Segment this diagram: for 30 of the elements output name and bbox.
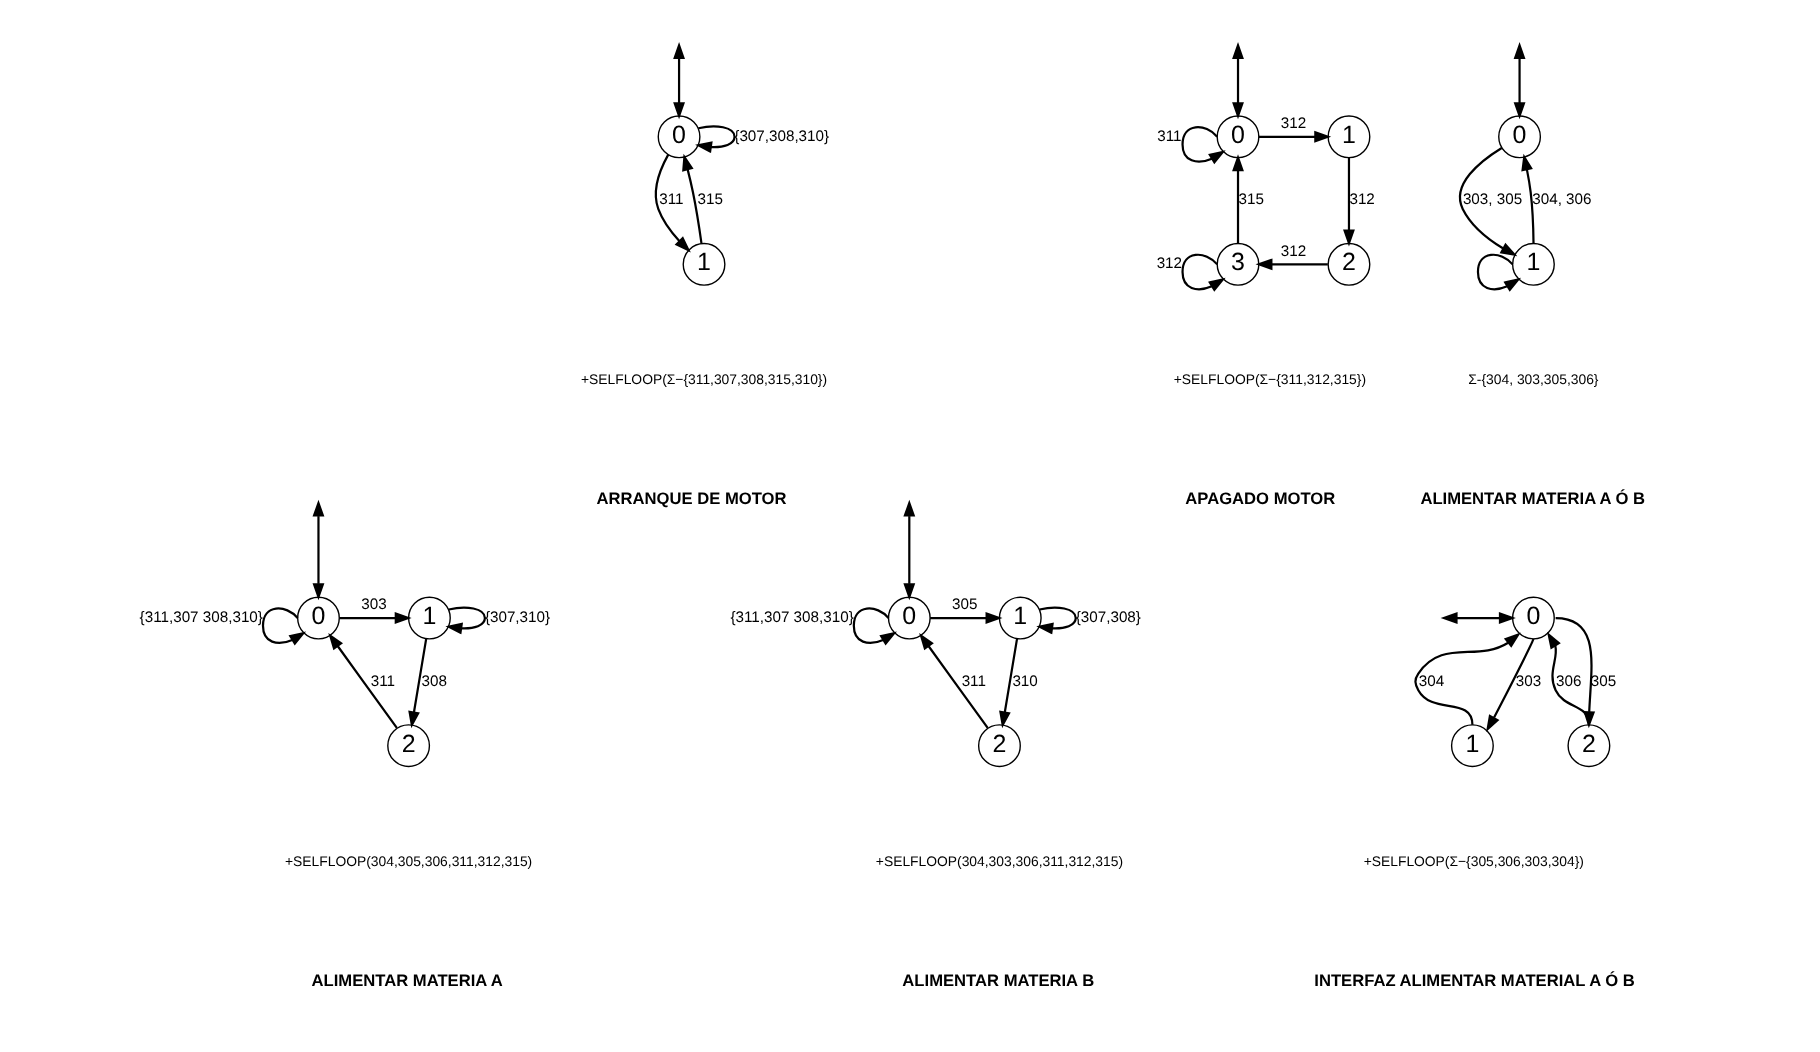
edge-label: 306 — [1556, 671, 1582, 690]
edge-label: 315 — [697, 190, 723, 209]
edge-label: {311,307 308,310} — [139, 607, 263, 626]
label: INTERFAZ ALIMENTAR MATERIAL A Ó B — [1314, 969, 1635, 990]
label: ALIMENTAR MATERIA A — [311, 969, 503, 990]
edge-label: 310 — [1012, 671, 1038, 690]
edge-label: 311 — [961, 671, 986, 690]
edge-label: {307,308} — [1075, 607, 1141, 626]
edge-label: 304 — [1418, 671, 1445, 690]
label: APAGADO MOTOR — [1185, 488, 1336, 509]
edge-label: 311 — [659, 190, 684, 209]
label: ARRANQUE DE MOTOR — [596, 488, 787, 509]
edge-label: 304, 306 — [1532, 190, 1592, 209]
edge-label: {311,307 308,310} — [730, 607, 854, 626]
edge-label: 311 — [1157, 126, 1182, 145]
edge-label: {307,308,310} — [734, 126, 830, 145]
edge-label: 312 — [1156, 254, 1183, 273]
edge-label: 303 — [1515, 671, 1542, 690]
edge-label: 303, 305 — [1462, 190, 1523, 209]
edge-label: 315 — [1238, 190, 1264, 209]
label: ALIMENTAR MATERIA A Ó B — [1420, 488, 1646, 509]
edge-label: 312 — [1280, 241, 1307, 260]
edge-label: 312 — [1349, 190, 1375, 209]
label: ALIMENTAR MATERIA B — [902, 969, 1095, 990]
edge-label: 311 — [370, 671, 396, 690]
edge-label: 308 — [421, 671, 447, 690]
edge-label: {307,310} — [484, 607, 551, 626]
edge-label: 305 — [952, 595, 978, 614]
edge-label: 303 — [361, 595, 387, 614]
edge-label: 312 — [1280, 114, 1307, 133]
